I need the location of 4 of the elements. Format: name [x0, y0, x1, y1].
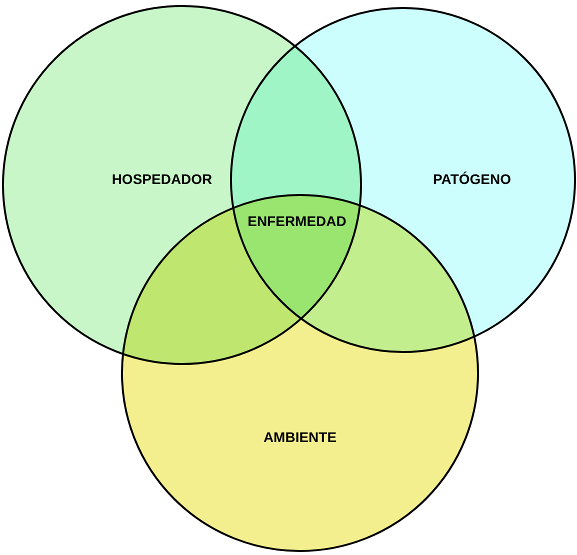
circle-label: PATÓGENO	[432, 171, 512, 187]
circle-label: AMBIENTE	[263, 429, 337, 445]
intersection-label: ENFERMEDAD	[248, 213, 346, 229]
circle-label: HOSPEDADOR	[112, 171, 212, 187]
